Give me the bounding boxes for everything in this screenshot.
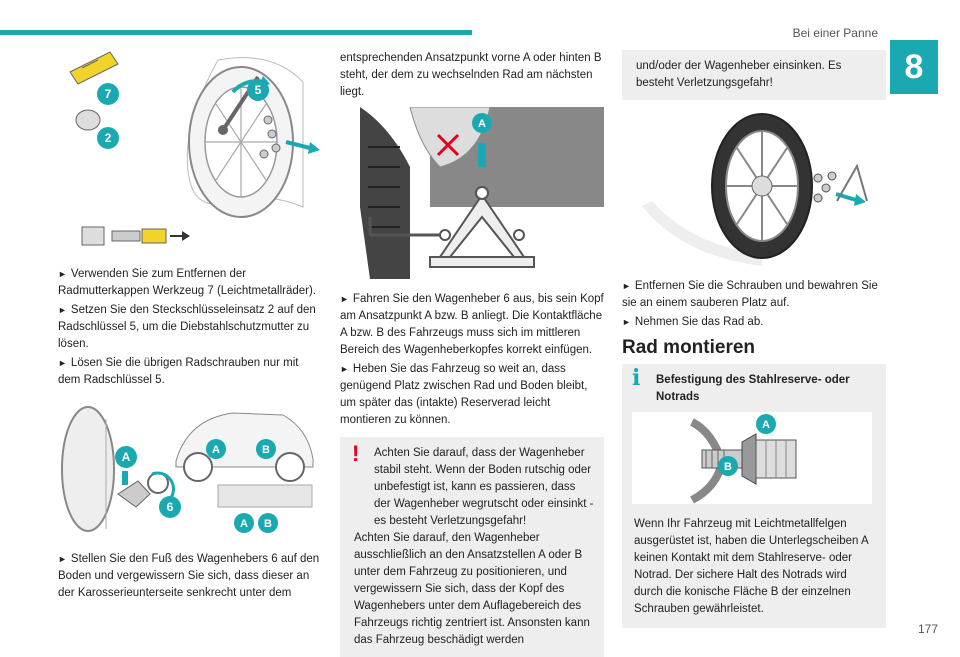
warning-exclamation-icon: ! [352, 441, 360, 466]
column-3: und/oder der Wagenheber einsinken. Es be… [622, 50, 886, 628]
instruction-4: ►Stellen Sie den Fuß des Wagenhebers 6 a… [58, 553, 320, 599]
warning-box-continued: und/oder der Wagenheber einsinken. Es be… [622, 50, 886, 100]
callout-A-under: A [240, 518, 248, 530]
figure-jack-extend: A [340, 106, 604, 279]
info-title: Befestigung des Stahlreserve- oder Notra… [656, 374, 850, 403]
callout-A-car: A [212, 444, 220, 456]
callout-A-left: A [122, 450, 131, 464]
figure-wheel-bolts-removed [622, 106, 886, 268]
instruction-3: ►Lösen Sie die übrigen Radschrauben nur … [58, 357, 299, 386]
warning-text-1: Achten Sie darauf, dass der Wagenheber s… [374, 447, 594, 527]
callout-B-car: B [262, 444, 270, 456]
info-box: i Befestigung des Stahlreserve- oder Not… [622, 364, 886, 628]
figure-spare-wheel-bolt: A B [632, 412, 872, 504]
bullet-arrow-icon: ► [58, 269, 67, 279]
header-accent-bar [0, 30, 472, 35]
bullet-arrow-icon: ► [58, 554, 67, 564]
callout-B-under: B [264, 518, 272, 530]
instruction-2: ►Setzen Sie den Steckschlüsseleinsatz 2 … [58, 304, 316, 350]
warning-text-2: Achten Sie darauf, den Wagenheber aussch… [354, 532, 590, 646]
warning-text-continued: und/oder der Wagenheber einsinken. Es be… [636, 60, 842, 89]
callout-B-bolt: B [724, 461, 732, 473]
column-1: 7 2 5 ►Verwenden Sie zum Entfernen der R… [58, 42, 324, 604]
bullet-arrow-icon: ► [622, 317, 631, 327]
bullet-arrow-icon: ► [340, 364, 349, 374]
bullet-arrow-icon: ► [340, 294, 349, 304]
bullet-arrow-icon: ► [58, 358, 67, 368]
paragraph-continued: entsprechenden Ansatzpunkt vorne A oder … [340, 52, 602, 98]
figure-wheel-nut-removal: 7 2 5 [58, 42, 324, 260]
instruction-1: ►Verwenden Sie zum Entfernen der Radmutt… [58, 268, 317, 297]
instruction-5: ►Fahren Sie den Wagenheber 6 aus, bis se… [340, 293, 604, 356]
chapter-tab: 8 [890, 40, 938, 94]
bullet-arrow-icon: ► [622, 281, 631, 291]
callout-A-jack: A [478, 118, 486, 130]
callout-A-bolt: A [762, 419, 770, 431]
callout-2: 2 [105, 131, 112, 145]
section-heading: Rad montieren [622, 337, 756, 358]
instruction-6: ►Heben Sie das Fahrzeug so weit an, dass… [340, 363, 588, 426]
instruction-7: ►Entfernen Sie die Schrauben und bewahre… [622, 280, 878, 309]
column-2: entsprechenden Ansatzpunkt vorne A oder … [340, 50, 604, 657]
figure-jack-placement: A 6 A B A B [58, 399, 324, 539]
info-text: Wenn Ihr Fahrzeug mit Leichtmetallfelgen… [634, 518, 868, 615]
page-number: 177 [917, 622, 938, 636]
bullet-arrow-icon: ► [58, 305, 67, 315]
callout-6: 6 [167, 500, 174, 514]
info-icon: i [632, 365, 641, 391]
callout-5: 5 [255, 83, 262, 97]
warning-box: ! Achten Sie darauf, dass der Wagenheber… [340, 437, 604, 657]
callout-7: 7 [105, 87, 112, 101]
section-title: Bei einer Panne [792, 26, 878, 40]
instruction-8: ►Nehmen Sie das Rad ab. [622, 316, 764, 328]
